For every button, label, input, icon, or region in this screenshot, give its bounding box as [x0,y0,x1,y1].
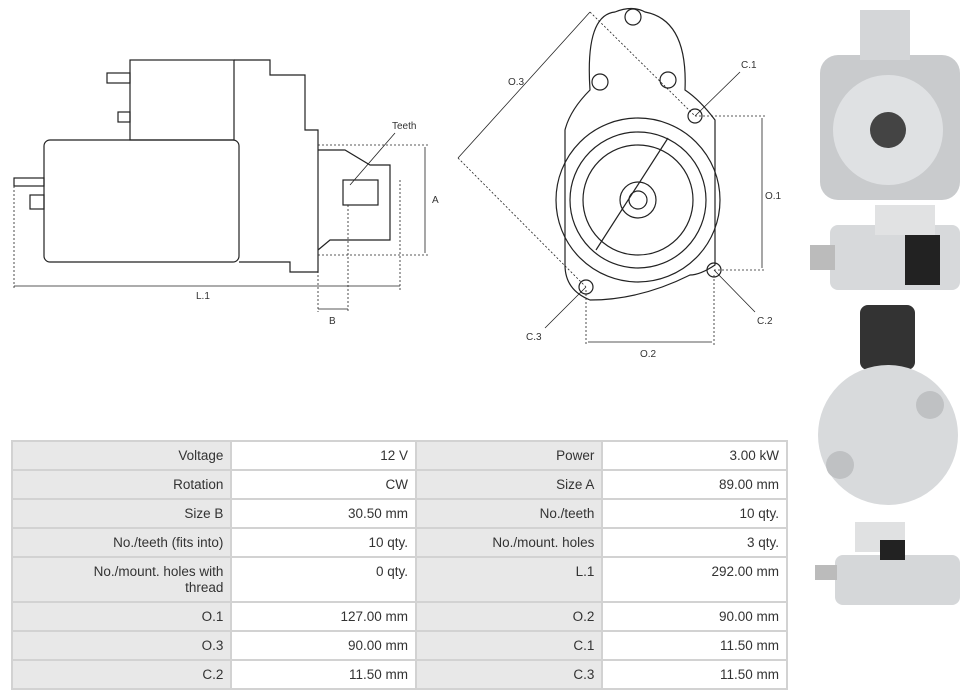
spec-value: 89.00 mm [601,469,788,500]
spec-value: 292.00 mm [601,556,788,603]
spec-value: 11.50 mm [601,630,788,661]
spec-label: No./mount. holes [414,527,604,558]
technical-drawing: Teeth A B L.1 O.1 O.2 O.3 C.1 C.2 C.3 [13,7,782,360]
spec-value: 0 qty. [230,556,417,603]
photo-rear [818,305,958,505]
spec-value: 10 qty. [230,527,417,558]
spec-value: 3 qty. [601,527,788,558]
spec-label: No./mount. holes with thread [10,556,233,603]
spec-value: 90.00 mm [601,601,788,632]
front-view-drawing [457,7,765,345]
spec-row: No./teeth (fits into)10 qty.No./mount. h… [10,527,788,558]
spec-value: 12 V [230,440,417,471]
spec-value: 127.00 mm [230,601,417,632]
label-a: A [432,195,439,206]
photo-side-2 [815,522,960,605]
spec-label: O.2 [414,601,604,632]
label-o3: O.3 [508,77,525,88]
spec-value: 11.50 mm [601,659,788,690]
label-l1: L.1 [196,291,210,302]
spec-label: Size A [414,469,604,500]
spec-label: Power [414,440,604,471]
label-teeth: Teeth [392,121,416,132]
spec-value: 30.50 mm [230,498,417,529]
label-o2: O.2 [640,349,657,360]
spec-value: 10 qty. [601,498,788,529]
spec-label: O.3 [10,630,233,661]
spec-label: Rotation [10,469,233,500]
photo-front [820,10,960,200]
spec-label: No./teeth (fits into) [10,527,233,558]
spec-label: No./teeth [414,498,604,529]
spec-value: CW [230,469,417,500]
spec-value: 11.50 mm [230,659,417,690]
spec-label: Size B [10,498,233,529]
label-o1: O.1 [765,191,782,202]
label-c1: C.1 [741,60,757,71]
label-c2: C.2 [757,316,773,327]
label-b: B [329,316,336,327]
spec-label: O.1 [10,601,233,632]
photo-side [810,205,960,290]
side-view-drawing [13,59,430,312]
product-photos [810,10,960,605]
spec-label: C.3 [414,659,604,690]
spec-label: C.2 [10,659,233,690]
spec-label: Voltage [10,440,233,471]
spec-value: 90.00 mm [230,630,417,661]
spec-label: L.1 [414,556,604,603]
spec-label: C.1 [414,630,604,661]
label-c3: C.3 [526,332,542,343]
spec-value: 3.00 kW [601,440,788,471]
